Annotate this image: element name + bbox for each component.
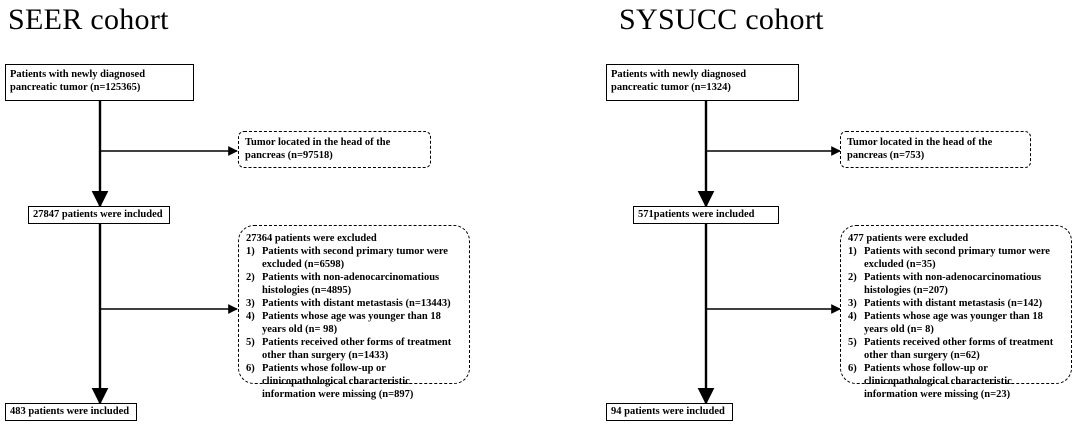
- list-text: Patients whose follow-up or clinicopatho…: [262, 363, 414, 400]
- list-item: 6) Patients whose follow-up or clinicopat…: [246, 362, 463, 401]
- list-text: Patients with non-adenocarcinomatious hi…: [262, 272, 440, 296]
- list-text: Patients received other forms of treatme…: [864, 337, 1054, 361]
- list-number: 4): [246, 311, 255, 322]
- seer-included-1-text: 27847 patients were included: [33, 209, 163, 220]
- list-item: 1) Patients with second primary tumor wer…: [848, 245, 1065, 271]
- list-item: 5) Patients received other forms of treat…: [848, 336, 1065, 362]
- sysucc-exclusion-box-2: 477 patients were excluded 1) Patients wi…: [840, 225, 1072, 400]
- sysucc-exclusion-1-text: Tumor located in the head of the pancrea…: [847, 137, 993, 161]
- seer-connectors: [91, 101, 238, 405]
- seer-exclusion-box-2: 27364 patients were excluded 1) Patients …: [238, 225, 470, 400]
- sysucc-start-text: Patients with newly diagnosed pancreatic…: [611, 69, 747, 93]
- list-text: Patients whose age was younger than 18 y…: [864, 311, 1043, 335]
- list-item: 3) Patients with distant metastasis (n=13…: [246, 297, 463, 310]
- list-number: 3): [848, 298, 857, 309]
- list-item: 2) Patients with non-adenocarcinomatious …: [848, 271, 1065, 297]
- list-number: 6): [246, 363, 255, 374]
- seer-start-text: Patients with newly diagnosed pancreatic…: [10, 69, 146, 93]
- list-item: 1) Patients with second primary tumor wer…: [246, 245, 463, 271]
- list-number: 3): [246, 298, 255, 309]
- list-item: 2) Patients with non-adenocarcinomatious …: [246, 271, 463, 297]
- list-text: Patients whose follow-up or clinicopatho…: [864, 363, 1012, 400]
- sysucc-exclusion-list: 1) Patients with second primary tumor wer…: [848, 245, 1065, 401]
- list-number: 1): [848, 246, 857, 257]
- list-number: 6): [848, 363, 857, 374]
- sysucc-final-box: 94 patients were included: [606, 403, 733, 421]
- list-number: 2): [246, 272, 255, 283]
- seer-included-box-1: 27847 patients were included: [28, 206, 170, 224]
- list-number: 5): [848, 337, 857, 348]
- list-number: 5): [246, 337, 255, 348]
- list-text: Patients with second primary tumor were …: [864, 246, 1050, 270]
- list-item: 4) Patients whose age was younger than 18…: [848, 310, 1065, 336]
- seer-start-box: Patients with newly diagnosed pancreatic…: [5, 64, 194, 101]
- list-text: Patients with second primary tumor were …: [262, 246, 448, 270]
- list-text: Patients whose age was younger than 18 y…: [262, 311, 441, 335]
- list-number: 2): [848, 272, 857, 283]
- sysucc-exclusion-box-1: Tumor located in the head of the pancrea…: [840, 131, 1031, 168]
- list-item: 5) Patients received other forms of treat…: [246, 336, 463, 362]
- seer-exclusion-list: 1) Patients with second primary tumor wer…: [246, 245, 463, 401]
- sysucc-included-box-1: 571patients were included: [633, 206, 779, 224]
- seer-cohort-title: SEER cohort: [8, 3, 169, 36]
- list-item: 3) Patients with distant metastasis (n=14…: [848, 297, 1065, 310]
- seer-exclusion-2-header: 27364 patients were excluded: [246, 233, 377, 244]
- list-text: Patients with distant metastasis (n=1344…: [262, 298, 451, 309]
- seer-exclusion-box-1: Tumor located in the head of the pancrea…: [238, 131, 431, 168]
- list-item: 4) Patients whose age was younger than 18…: [246, 310, 463, 336]
- sysucc-cohort-title: SYSUCC cohort: [619, 3, 824, 36]
- seer-final-text: 483 patients were included: [10, 406, 130, 417]
- list-number: 1): [246, 246, 255, 257]
- seer-exclusion-1-text: Tumor located in the head of the pancrea…: [245, 137, 391, 161]
- sysucc-start-box: Patients with newly diagnosed pancreatic…: [606, 64, 799, 101]
- seer-final-box: 483 patients were included: [5, 403, 137, 421]
- list-text: Patients with non-adenocarcinomatious hi…: [864, 272, 1042, 296]
- list-item: 6) Patients whose follow-up or clinicopat…: [848, 362, 1065, 401]
- sysucc-exclusion-2-header: 477 patients were excluded: [848, 233, 969, 244]
- list-number: 4): [848, 311, 857, 322]
- list-text: Patients with distant metastasis (n=142): [864, 298, 1043, 309]
- list-text: Patients received other forms of treatme…: [262, 337, 452, 361]
- sysucc-connectors: [697, 101, 841, 405]
- sysucc-included-1-text: 571patients were included: [638, 209, 755, 220]
- sysucc-final-text: 94 patients were included: [611, 406, 725, 417]
